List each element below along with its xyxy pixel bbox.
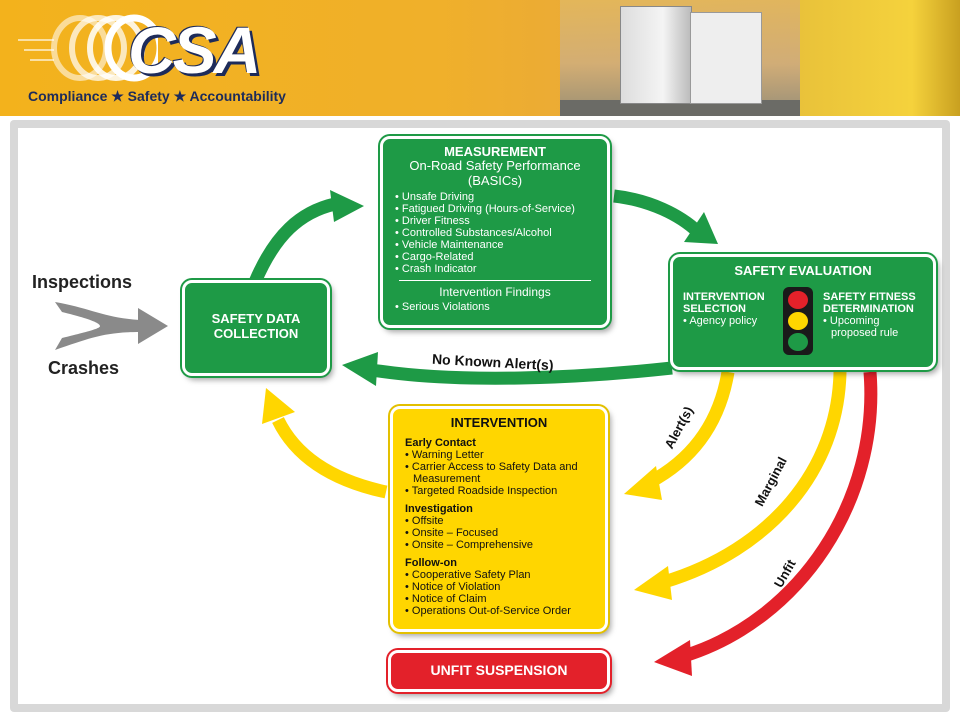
logo-rings-icon (18, 14, 158, 82)
basic-item: Cargo-Related (395, 251, 595, 263)
unfit-suspension-title: UNFIT SUSPENSION (430, 662, 568, 678)
basic-item: Fatigued Driving (Hours-of-Service) (395, 203, 595, 215)
basic-item: Controlled Substances/Alcohol (395, 227, 595, 239)
group-title-early-contact: Early Contact (405, 437, 476, 449)
safety-fitness-title2: DETERMINATION (823, 303, 914, 315)
yellow-arrowhead-data (262, 388, 295, 424)
red-arrow-unfit (682, 371, 878, 663)
yellow-arrowhead-alerts (624, 466, 662, 500)
measurement-subtitle1: On-Road Safety Performance (409, 158, 581, 173)
intervention-item: Offsite (405, 515, 593, 527)
findings-item: Serious Violations (395, 301, 595, 313)
evaluation-title: SAFETY EVALUATION (734, 263, 872, 278)
logo-tagline: Compliance ★ Safety ★ Accountability (28, 88, 286, 104)
green-arrow-no-alert (370, 361, 673, 385)
safety-data-collection-box: SAFETY DATA COLLECTION (182, 280, 330, 376)
yellow-arrowhead-marginal (634, 566, 672, 600)
intervention-item: Onsite – Comprehensive (405, 539, 593, 551)
intervention-box: INTERVENTION Early Contact Warning Lette… (390, 406, 608, 632)
unfit-suspension-box: UNFIT SUSPENSION (388, 650, 610, 692)
intervention-item: Carrier Access to Safety Data and Measur… (405, 461, 593, 485)
findings-list: Serious Violations (395, 301, 595, 313)
safety-data-title-line1: SAFETY DATA (211, 311, 301, 326)
basic-item: Driver Fitness (395, 215, 595, 227)
measurement-subtitle2: (BASICs) (467, 173, 523, 188)
input-merge-arrow (55, 302, 168, 350)
fitness-item-line1: • Upcoming (823, 315, 880, 327)
findings-title: Intervention Findings (439, 285, 551, 299)
intervention-selection-title2: SELECTION (683, 303, 746, 315)
crashes-label: Crashes (48, 358, 120, 378)
measurement-title: MEASUREMENT (444, 144, 546, 159)
basics-list: Unsafe Driving Fatigued Driving (Hours-o… (395, 191, 595, 275)
truck-trailer-image (690, 12, 762, 104)
yellow-arrow-marginal (662, 371, 847, 589)
evaluation-left-column: INTERVENTION SELECTION Agency policy (683, 291, 783, 327)
yellow-arrow-alerts (646, 370, 735, 488)
safety-data-title-line2: COLLECTION (213, 326, 299, 341)
csa-logo: CSA (128, 13, 261, 87)
green-arrowhead-evaluation (684, 212, 718, 244)
green-arrow-to-evaluation (613, 189, 703, 237)
intervention-item: Operations Out-of-Service Order (405, 605, 593, 617)
selection-item: Agency policy (683, 315, 783, 327)
investigation-list: Offsite Onsite – Focused Onsite – Compre… (405, 515, 593, 551)
red-light-icon (788, 291, 808, 309)
yellow-arrow-to-data (272, 417, 388, 499)
intervention-item: Notice of Claim (405, 593, 593, 605)
green-arrow-to-measurement (249, 197, 337, 285)
evaluation-right-column: SAFETY FITNESS DETERMINATION • Upcoming … (823, 291, 933, 339)
yellow-light-icon (788, 312, 808, 330)
follow-on-list: Cooperative Safety Plan Notice of Violat… (405, 569, 593, 617)
intervention-item: Onsite – Focused (405, 527, 593, 539)
intervention-selection-title1: INTERVENTION (683, 291, 765, 303)
traffic-light-icon (783, 287, 813, 355)
bus-image (800, 0, 960, 116)
intervention-item: Notice of Violation (405, 581, 593, 593)
group-title-investigation: Investigation (405, 503, 473, 515)
green-arrowhead-measurement (330, 190, 364, 222)
group-title-follow-on: Follow-on (405, 557, 457, 569)
red-arrowhead-unfit (654, 640, 692, 676)
green-arrowhead-no-alert (342, 352, 378, 386)
measurement-box: MEASUREMENT On-Road Safety Performance (… (380, 136, 610, 328)
intervention-item: Cooperative Safety Plan (405, 569, 593, 581)
measurement-divider (399, 280, 591, 281)
intervention-title: INTERVENTION (450, 415, 548, 430)
safety-evaluation-box: SAFETY EVALUATION INTERVENTION SELECTION… (670, 254, 936, 370)
fitness-item-line2: proposed rule (831, 327, 899, 339)
basic-item: Crash Indicator (395, 263, 595, 275)
basic-item: Vehicle Maintenance (395, 239, 595, 251)
early-contact-list: Warning Letter Carrier Access to Safety … (405, 449, 593, 497)
header-banner: CSA Compliance ★ Safety ★ Accountability (0, 0, 960, 116)
basic-item: Unsafe Driving (395, 191, 595, 203)
safety-fitness-title1: SAFETY FITNESS (823, 291, 916, 303)
intervention-item: Targeted Roadside Inspection (405, 485, 593, 497)
intervention-item: Warning Letter (405, 449, 593, 461)
inspections-label: Inspections (32, 272, 133, 292)
green-light-icon (788, 333, 808, 351)
